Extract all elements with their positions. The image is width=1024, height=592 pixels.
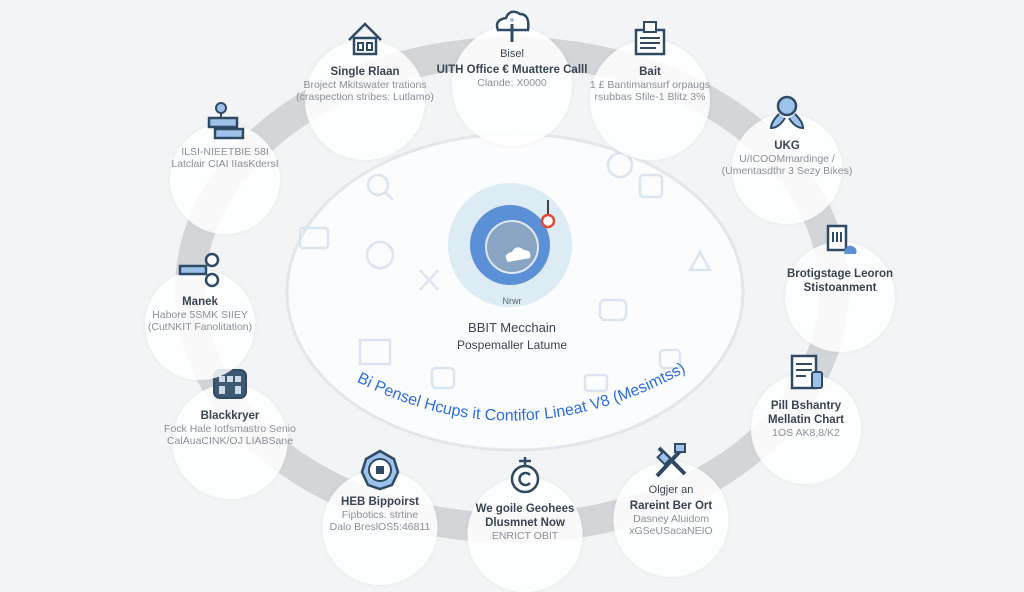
node-subtitle: Dasney Aluidom bbox=[633, 513, 709, 525]
node-bubble bbox=[590, 40, 710, 160]
person-icon bbox=[769, 95, 805, 130]
node-subtitle: Habore 5SMK SIIEY bbox=[152, 309, 248, 321]
node-subtitle: Dalo BreslOS5:46811 bbox=[329, 521, 431, 533]
node-subtitle: 1OS AK8,8/K2 bbox=[772, 427, 840, 439]
faint-background-icons bbox=[298, 151, 713, 393]
badge-icon bbox=[360, 449, 400, 491]
node-title: We goile Geohees bbox=[475, 503, 575, 515]
node-bubble bbox=[751, 374, 861, 484]
node-subtitle: (Umentasdthr 3 Sezy Bikes) bbox=[721, 165, 853, 177]
globe-inner bbox=[485, 220, 539, 274]
node-bubble bbox=[467, 477, 583, 592]
node-bubble bbox=[785, 242, 895, 352]
node-title: Pill Bshantry bbox=[770, 400, 842, 412]
node-subtitle: CalAuaCINK/OJ LIABSane bbox=[166, 435, 294, 447]
clipboard-icon bbox=[826, 224, 857, 254]
node-subtitle: Clande: X0000 bbox=[477, 77, 547, 89]
node-subtitle: rsubbas Sfile-1 Blitz 3% bbox=[594, 91, 706, 103]
cloud-shape bbox=[505, 247, 531, 262]
node-subtitle: U/ICOOMmardinge / bbox=[739, 153, 835, 165]
node-title: Single Rlaan bbox=[330, 66, 400, 78]
node-subtitle: Mellatin Chart bbox=[767, 414, 845, 426]
tools-icon bbox=[655, 443, 687, 478]
building-icon bbox=[213, 369, 247, 399]
node-bubble bbox=[172, 384, 288, 499]
house-icon bbox=[348, 22, 382, 56]
node-subtitle: xGSeUSacaNEIO bbox=[629, 525, 713, 537]
node-bubble bbox=[170, 124, 280, 234]
node-subtitle: Fipbotics. strtine bbox=[341, 509, 419, 521]
node-subtitle: Fock Hale Iotfsmastro Senio bbox=[164, 423, 296, 435]
node-bubble bbox=[452, 26, 572, 146]
connector-icon bbox=[178, 252, 220, 288]
center-subtitle: Pospemaller Latume bbox=[456, 338, 568, 352]
node-subtitle: ILSI-NIEETBIE 58I bbox=[181, 146, 269, 158]
node-title: Manek bbox=[182, 296, 218, 308]
node-subtitle: Dlusmnet Now bbox=[485, 517, 565, 529]
node-title: Rareint Ber Ort bbox=[629, 500, 713, 512]
node-subtitle: Broject Mkitswater trations bbox=[303, 79, 427, 91]
node-title: UITH Office € Muattere Calll bbox=[436, 64, 588, 76]
node-title: Blackkryer bbox=[200, 410, 260, 422]
server-icon bbox=[207, 102, 245, 140]
node-title: HEB Bippoirst bbox=[341, 496, 419, 508]
node-bubble bbox=[613, 462, 729, 577]
report-icon bbox=[790, 354, 823, 390]
node-pretitle: Olgjer an bbox=[648, 484, 694, 496]
node-pretitle: Bisel bbox=[500, 48, 524, 60]
node-bubble bbox=[305, 40, 425, 160]
document-icon bbox=[634, 21, 666, 56]
node-bubble bbox=[145, 270, 255, 380]
node-subtitle: ENRICT OBIT bbox=[491, 530, 559, 542]
node-title: Brotigstage Leoron bbox=[786, 268, 894, 280]
node-bubble bbox=[732, 114, 842, 224]
node-subtitle: 1 £ Bantimansurf orpaugs bbox=[589, 79, 711, 91]
center-tag: Nrwr bbox=[502, 296, 522, 306]
cloud-icon bbox=[495, 10, 530, 42]
node-subtitle: (CutNKIT Fanolitation) bbox=[147, 321, 253, 333]
pin-icon bbox=[540, 213, 556, 229]
node-title: UKG bbox=[774, 140, 800, 152]
center-title: BBIT Mecchain bbox=[468, 320, 556, 335]
stopwatch-icon bbox=[510, 457, 540, 494]
node-subtitle: (craspection stribes: Lutlamo) bbox=[296, 91, 434, 103]
node-subtitle: Stistoanment bbox=[803, 282, 877, 294]
node-title: Bait bbox=[639, 66, 661, 78]
node-subtitle: Latclair CIAI IIasKdersI bbox=[171, 158, 279, 170]
